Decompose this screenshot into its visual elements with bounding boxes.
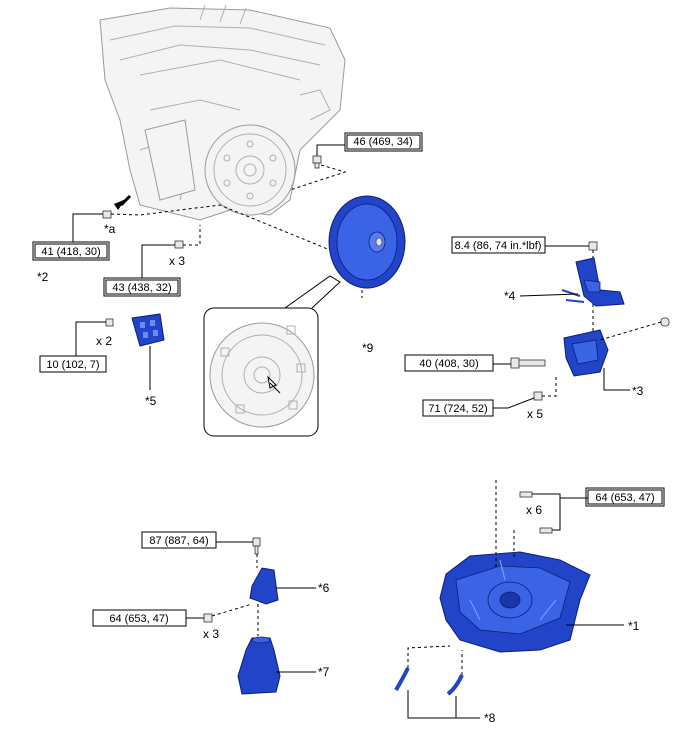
engine-bolts xyxy=(72,144,363,298)
engine-assembly xyxy=(99,4,346,221)
mount-assembly-right xyxy=(493,241,670,409)
torque-41: 41 (418, 30) xyxy=(32,241,110,261)
torque-10: 10 (102, 7) xyxy=(39,355,107,373)
callout-7: *7 xyxy=(318,665,330,679)
transmission-assembly xyxy=(394,480,624,719)
callout-5: *5 xyxy=(145,394,157,408)
torque-64-lower: 64 (653, 47) xyxy=(92,609,187,627)
callout-9: *9 xyxy=(362,341,374,355)
svg-text:71 (724, 52): 71 (724, 52) xyxy=(428,403,487,415)
svg-text:8.4 (86, 74 in.*lbf): 8.4 (86, 74 in.*lbf) xyxy=(455,240,542,252)
mount-assembly-left xyxy=(186,537,316,695)
svg-text:46 (469, 34): 46 (469, 34) xyxy=(353,136,412,148)
svg-text:40 (408, 30): 40 (408, 30) xyxy=(419,358,478,370)
torque-43: 43 (438, 32) xyxy=(103,277,181,297)
svg-text:43 (438, 32): 43 (438, 32) xyxy=(112,282,171,294)
callout-2: *2 xyxy=(37,270,49,284)
callout-a: *a xyxy=(104,222,116,236)
torque-46: 46 (469, 34) xyxy=(344,132,423,152)
callout-6: *6 xyxy=(318,581,330,595)
torque-40: 40 (408, 30) xyxy=(404,354,494,372)
svg-text:10 (102, 7): 10 (102, 7) xyxy=(46,359,99,371)
qty-x2: x 2 xyxy=(96,334,112,348)
svg-text:41 (418, 30): 41 (418, 30) xyxy=(41,246,100,258)
svg-text:87 (887, 64): 87 (887, 64) xyxy=(149,535,208,547)
torque-87: 87 (887, 64) xyxy=(141,531,217,549)
callout-3: *3 xyxy=(632,384,644,398)
callout-1: *1 xyxy=(628,619,640,633)
part-5-bracket xyxy=(75,313,165,390)
callout-4: *4 xyxy=(504,289,516,303)
callout-8: *8 xyxy=(484,711,496,725)
qty-x6: x 6 xyxy=(526,503,542,517)
qty-x3-lower: x 3 xyxy=(203,627,219,641)
torque-64-upper: 64 (653, 47) xyxy=(585,487,665,507)
svg-text:64 (653, 47): 64 (653, 47) xyxy=(595,492,654,504)
torque-8-4: 8.4 (86, 74 in.*lbf) xyxy=(451,236,546,254)
qty-x5: x 5 xyxy=(527,407,543,421)
torque-converter-inset xyxy=(203,275,341,437)
svg-text:64 (653, 47): 64 (653, 47) xyxy=(109,613,168,625)
torque-71: 71 (724, 52) xyxy=(422,399,494,417)
torque-converter xyxy=(328,195,406,289)
qty-x3-upper: x 3 xyxy=(169,254,185,268)
